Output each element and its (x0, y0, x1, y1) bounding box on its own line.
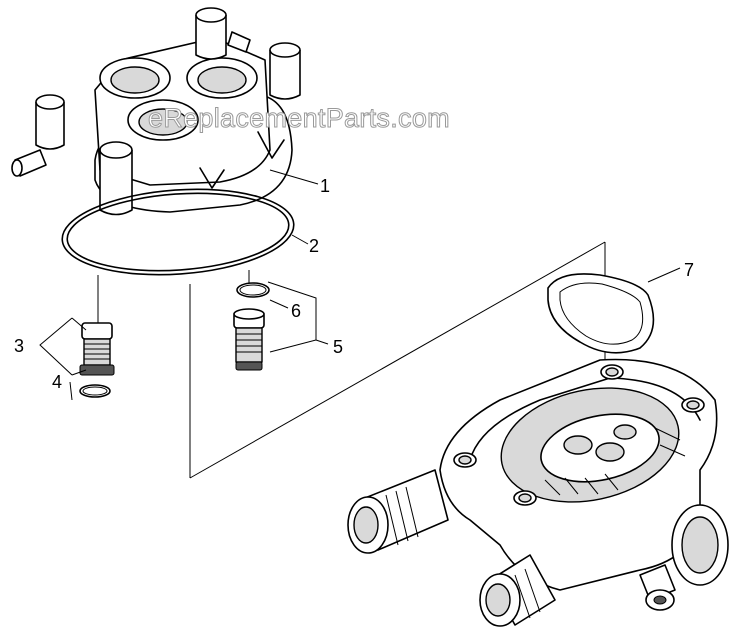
callout-3: 3 (14, 336, 24, 356)
callout-5: 5 (333, 337, 343, 357)
pump-head-part (11, 7, 301, 216)
callout-6: 6 (291, 301, 301, 321)
watermark-text: eReplacementParts.com (148, 103, 450, 133)
gasket-part (547, 273, 655, 354)
callout-7: 7 (684, 260, 694, 280)
o-ring-small-middle (236, 282, 270, 298)
callout-4: 4 (52, 372, 62, 392)
o-ring-small-left (79, 384, 111, 398)
o-ring-large (61, 188, 295, 276)
valve-part-middle (233, 270, 265, 371)
callout-1: 1 (320, 176, 330, 196)
valve-part-left (79, 275, 115, 376)
manifold-part (347, 358, 729, 627)
callout-2: 2 (309, 236, 319, 256)
